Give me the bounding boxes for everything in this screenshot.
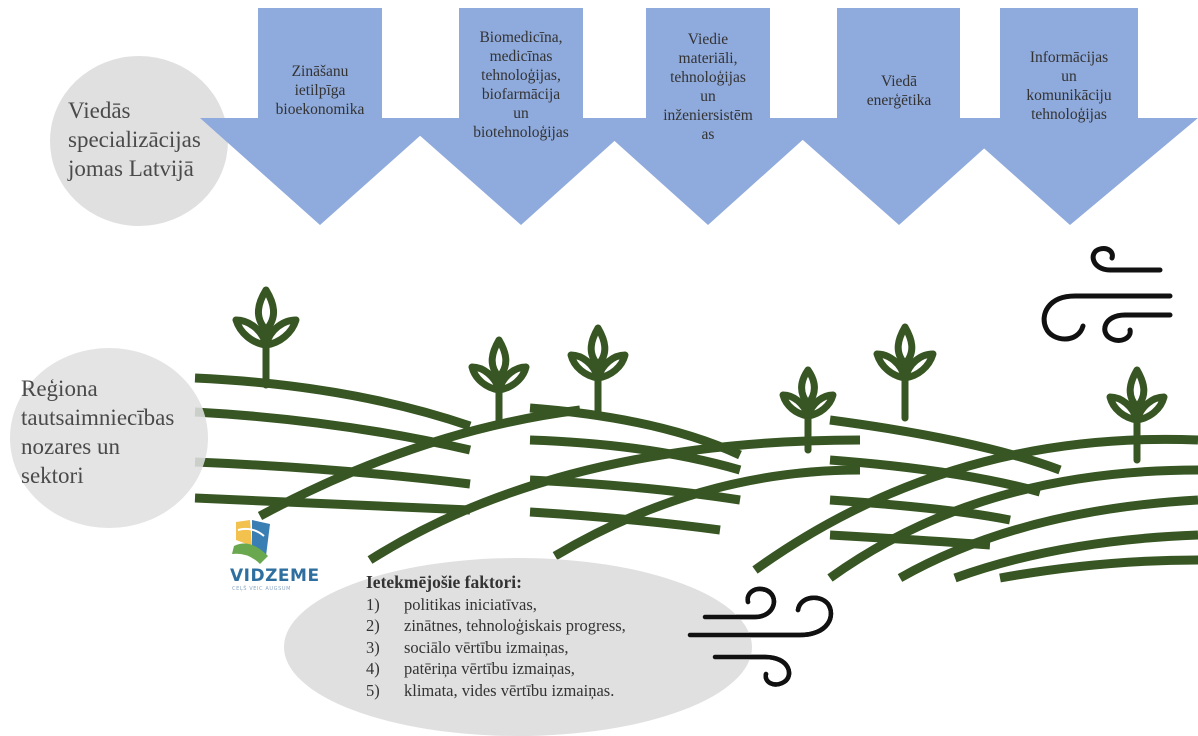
- label-line: nozares un: [21, 434, 120, 459]
- influencing-factors: Ietekmējošie faktori: 1) politikas inici…: [366, 572, 706, 701]
- arrow-line: Biomedicīna,: [479, 29, 563, 46]
- arrow-line: biofarmācija: [481, 86, 561, 103]
- sprout-icon: [567, 324, 629, 417]
- factors-title: Ietekmējošie faktori:: [366, 572, 522, 592]
- arrow-line: tehnoloģijas,: [481, 67, 561, 84]
- region-sectors-label: Reģiona tautsaimniecības nozares un sekt…: [21, 374, 174, 490]
- arrow-line: inženiersistēm: [663, 107, 753, 124]
- arrow-shape: [200, 8, 440, 225]
- item-text: politikas iniciatīvas,: [404, 594, 537, 614]
- list-item: 1) politikas iniciatīvas,: [366, 594, 706, 616]
- arrow-banner: [200, 8, 1198, 225]
- arrow-line: materiāli,: [678, 50, 738, 67]
- vidzeme-logo: VIDZEME CEĻŠ VEIC AUGSUM: [226, 516, 326, 596]
- arrow-line: tehnoloģijas: [670, 69, 746, 86]
- arrow-label-biomedicine: Biomedicīna, medicīnas tehnoloģijas, bio…: [457, 28, 585, 142]
- smart-specialisation-label: Viedās specializācijas jomas Latvijā: [68, 96, 201, 183]
- arrow-line: as: [701, 126, 715, 143]
- sprout-icon: [779, 366, 837, 454]
- item-number: 4): [366, 659, 380, 678]
- top-circle: [50, 56, 228, 226]
- label-line: specializācijas: [68, 127, 201, 152]
- arrow-line: medicīnas: [489, 48, 553, 65]
- logo-name: VIDZEME: [230, 566, 320, 586]
- arrow-line: tehnoloģijas: [1031, 106, 1107, 123]
- arrow-line: biotehnoloģijas: [473, 124, 569, 141]
- label-line: sektori: [21, 463, 84, 488]
- arrow-label-bioeconomy: Zināšanu ietilpīga bioekonomika: [258, 62, 382, 119]
- item-text: sociālo vērtību izmaiņas,: [404, 637, 569, 657]
- label-line: jomas Latvijā: [68, 156, 194, 181]
- arrow-line: Viedā: [880, 73, 918, 90]
- item-number: 5): [366, 680, 380, 700]
- item-number: 2): [366, 616, 380, 635]
- arrow-label-ict: Informācijas un komunikāciju tehnoloģija…: [1000, 48, 1138, 124]
- sprout-icon: [873, 323, 937, 422]
- logo-mark-icon: [232, 520, 270, 564]
- list-item: 2) zinātnes, tehnoloģiskais progress,: [366, 615, 706, 637]
- wind-icon: [1041, 246, 1173, 343]
- arrow-shape: [778, 8, 1018, 225]
- arrow-label-energy: Viedā enerģētika: [837, 72, 961, 110]
- arrow-line: komunikāciju: [1026, 87, 1112, 104]
- sprout-icon: [468, 336, 530, 429]
- label-line: tautsaimniecības: [21, 405, 175, 430]
- arrow-line: un: [700, 88, 716, 105]
- sprout-icon: [232, 286, 300, 389]
- item-text: zinātnes, tehnoloģiskais progress,: [404, 616, 626, 635]
- sprout-icon: [1106, 366, 1168, 464]
- arrow-shape: [400, 8, 640, 225]
- item-number: 1): [366, 594, 380, 614]
- arrow-shape: [589, 8, 827, 225]
- field-rows-icon: [194, 373, 1198, 583]
- list-item: 5) klimata, vides vērtību izmaiņas.: [366, 680, 706, 702]
- arrow-line: Viedie: [687, 31, 729, 48]
- arrow-line: un: [1061, 68, 1077, 85]
- item-text: patēriņa vērtību izmaiņas,: [404, 659, 575, 678]
- label-line: Reģiona: [21, 376, 98, 401]
- list-item: 3) sociālo vērtību izmaiņas,: [366, 637, 706, 659]
- arrow-line: Zināšanu: [291, 63, 349, 80]
- region-circle: [10, 348, 208, 528]
- logo-tagline: CEĻŠ VEIC AUGSUM: [232, 586, 292, 592]
- arrow-shape: [950, 8, 1198, 225]
- arrow-line: ietilpīga: [294, 82, 346, 99]
- arrow-label-materials: Viedie materiāli, tehnoloģijas un inženi…: [644, 30, 772, 144]
- item-number: 3): [366, 637, 380, 657]
- label-line: Viedās: [68, 98, 131, 123]
- item-text: klimata, vides vērtību izmaiņas.: [404, 680, 615, 700]
- arrow-line: Informācijas: [1029, 49, 1109, 66]
- arrow-line: un: [513, 105, 529, 122]
- arrow-line: bioekonomika: [275, 101, 365, 118]
- list-item: 4) patēriņa vērtību izmaiņas,: [366, 658, 706, 680]
- wind-icon: [687, 586, 834, 687]
- factors-ellipse: [284, 558, 752, 736]
- arrow-line: enerģētika: [866, 92, 932, 109]
